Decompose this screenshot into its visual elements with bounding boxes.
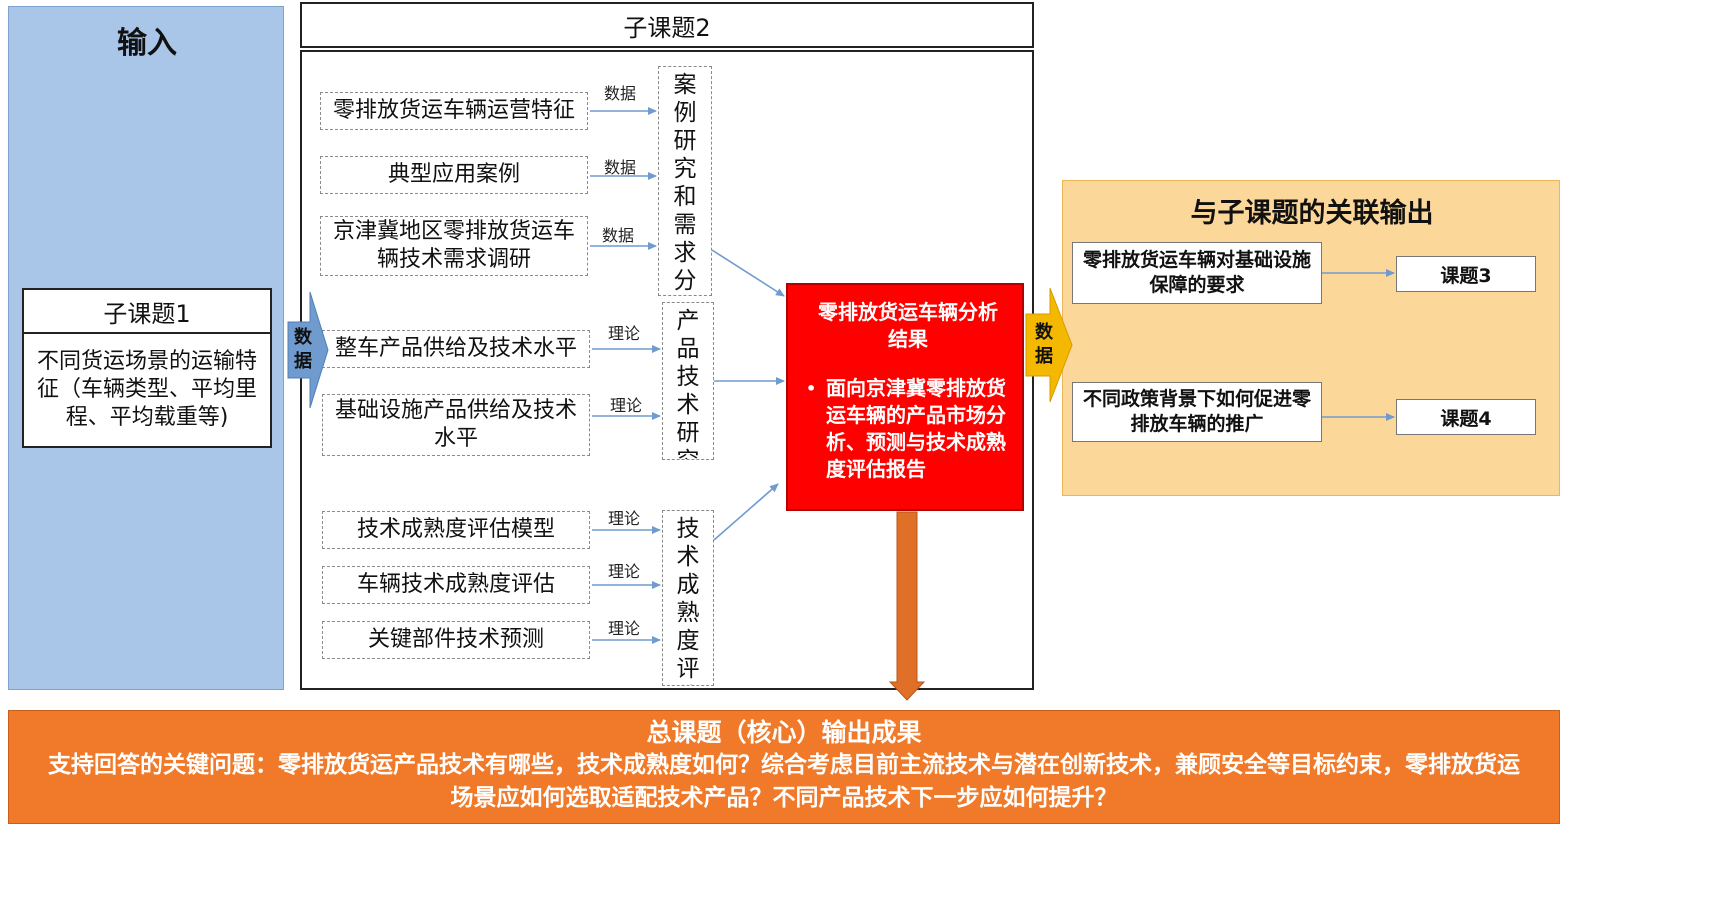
item-typical-cases: 典型应用案例: [320, 156, 588, 194]
column-char: 度: [676, 628, 700, 654]
edge-label-data-3: 数据: [602, 226, 635, 245]
analysis-result-bullet: 面向京津冀零排放货运车辆的产品市场分析、预测与技术成熟度评估报告: [826, 376, 1006, 481]
column-char: 求: [673, 240, 697, 266]
column-char: 和: [673, 184, 697, 210]
arrow-input-data: [287, 291, 329, 409]
edge-label-data-2: 数据: [604, 158, 637, 177]
column-char: 案: [673, 72, 697, 98]
analysis-result-bullet-row: • 面向京津冀零排放货运车辆的产品市场分析、预测与技术成熟度评估报告: [806, 375, 1010, 483]
arrow-output-data: [1025, 287, 1073, 403]
column-char: 品: [676, 336, 700, 362]
column-char: 熟: [676, 600, 700, 626]
arrow-down-result: [888, 511, 926, 701]
output-panel: 与子课题的关联输出: [1062, 180, 1560, 496]
bottom-result-bar: 总课题（核心）输出成果 支持回答的关键问题：零排放货运产品技术有哪些，技术成熟度…: [8, 710, 1560, 824]
analysis-result-box: 零排放货运车辆分析结果 • 面向京津冀零排放货运车辆的产品市场分析、预测与技术成…: [786, 283, 1024, 511]
bottom-title: 总课题（核心）输出成果: [646, 718, 922, 747]
column-char: 例: [673, 100, 697, 126]
analysis-result-title: 零排放货运车辆分析结果: [818, 300, 998, 351]
edge-label-theory-3: 理论: [608, 509, 641, 528]
output-title: 与子课题的关联输出: [1190, 197, 1434, 229]
item-demand-survey: 京津冀地区零排放货运车辆技术需求调研: [320, 216, 588, 276]
output-need-infrastructure: 零排放货运车辆对基础设施保障的要求: [1072, 242, 1322, 304]
column-char: 术: [676, 392, 700, 418]
column-char: 究: [677, 447, 700, 459]
edge-label-theory-5: 理论: [608, 619, 641, 638]
column-char: 究: [673, 156, 697, 182]
output-target-topic3: 课题3: [1396, 256, 1536, 292]
column-maturity: 技术成熟度评估: [662, 510, 714, 686]
subtopic1-body: 不同货运场景的运输特征（车辆类型、平均里程、平均载重等): [22, 334, 272, 448]
output-target-topic4: 课题4: [1396, 399, 1536, 435]
column-char: 分: [673, 268, 697, 294]
item-maturity-model: 技术成熟度评估模型: [322, 511, 590, 549]
edge-label-theory-1: 理论: [608, 324, 641, 343]
arrow-col-3: [713, 483, 779, 541]
column-char: 技: [676, 364, 700, 390]
output-need-policy: 不同政策背景下如何促进零排放车辆的推广: [1072, 382, 1322, 442]
column-product-tech: 产品技术研究: [662, 302, 714, 460]
edge-label-theory-2: 理论: [610, 396, 643, 415]
edge-label-theory-4: 理论: [608, 562, 641, 581]
input-title: 输入: [117, 26, 177, 61]
arrow-col-1: [711, 249, 785, 297]
column-char: 需: [673, 212, 697, 238]
subtopic2-title: 子课题2: [300, 2, 1034, 48]
column-char: 技: [676, 516, 700, 542]
bullet-icon: •: [806, 379, 817, 398]
item-infrastructure-supply: 基础设施产品供给及技术水平: [322, 394, 590, 456]
arrow-input-label-text: 数据: [294, 327, 312, 372]
bottom-body: 支持回答的关键问题：零排放货运产品技术有哪些，技术成熟度如何？综合考虑目前主流技…: [48, 752, 1520, 811]
item-vehicle-supply: 整车产品供给及技术水平: [322, 330, 590, 368]
column-case-study: 案例研究和需求分析: [658, 66, 712, 296]
edge-label-data-1: 数据: [604, 84, 637, 103]
column-char: 研: [676, 420, 700, 446]
arrow-output-label: 数据: [1030, 316, 1058, 374]
column-char: 产: [676, 308, 700, 334]
column-char: 估: [677, 683, 700, 685]
column-char: 评: [676, 656, 700, 682]
item-operation-features: 零排放货运车辆运营特征: [320, 92, 588, 130]
arrow-output-label-text: 数据: [1035, 322, 1053, 367]
item-component-forecast: 关键部件技术预测: [322, 621, 590, 659]
column-char: 术: [676, 544, 700, 570]
arrow-input-label: 数据: [290, 322, 316, 378]
subtopic1-title: 子课题1: [22, 288, 272, 334]
item-vehicle-maturity: 车辆技术成熟度评估: [322, 566, 590, 604]
column-char: 研: [673, 128, 697, 154]
column-char: 成: [676, 572, 700, 598]
